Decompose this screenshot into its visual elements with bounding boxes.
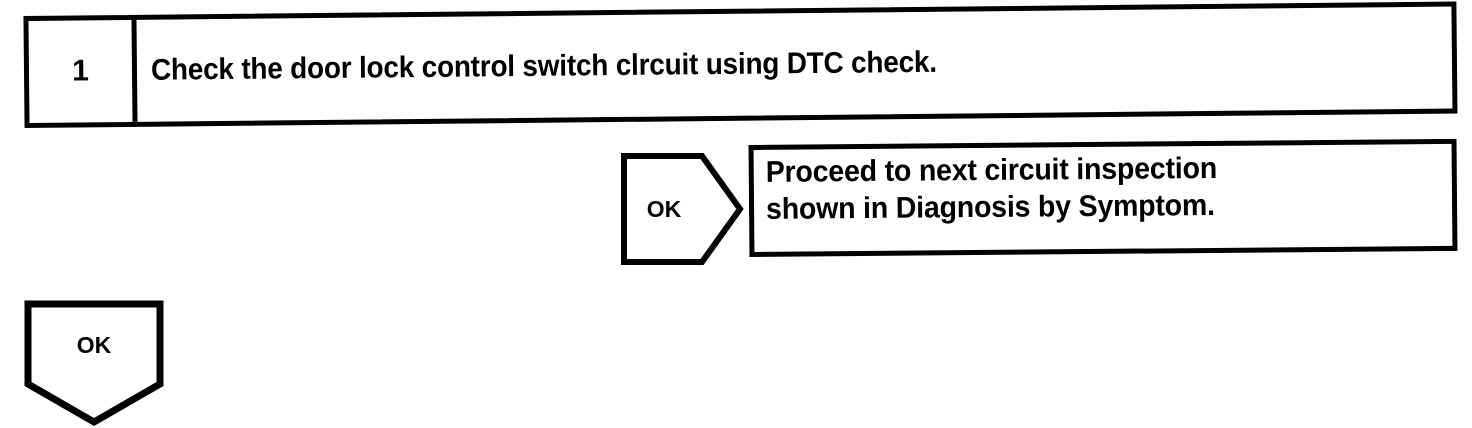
step-instruction-cell: Check the door lock control switch clrcu… — [150, 7, 1446, 122]
result-text-block: Proceed to next circuit inspection shown… — [766, 149, 1449, 228]
result-text-line-1: Proceed to next circuit inspection — [765, 151, 1218, 189]
step-box: 1 Check the door lock control switch clr… — [23, 1, 1458, 128]
ok-arrow-down: OK — [24, 300, 164, 428]
step-instruction-text: Check the door lock control switch clrcu… — [150, 45, 937, 87]
ok-arrow-right: OK — [620, 152, 744, 266]
pentagon-arrow-right-icon — [621, 153, 744, 265]
ok-arrow-down-label: OK — [76, 331, 112, 358]
ok-arrow-right-label: OK — [646, 195, 682, 222]
step-number-cell: 1 — [28, 19, 138, 123]
step-number: 1 — [71, 54, 90, 88]
result-box: Proceed to next circuit inspection shown… — [748, 138, 1458, 257]
pentagon-arrow-down-icon — [24, 300, 164, 427]
result-text-line-2: shown in Diagnosis by Symptom. — [765, 188, 1215, 226]
